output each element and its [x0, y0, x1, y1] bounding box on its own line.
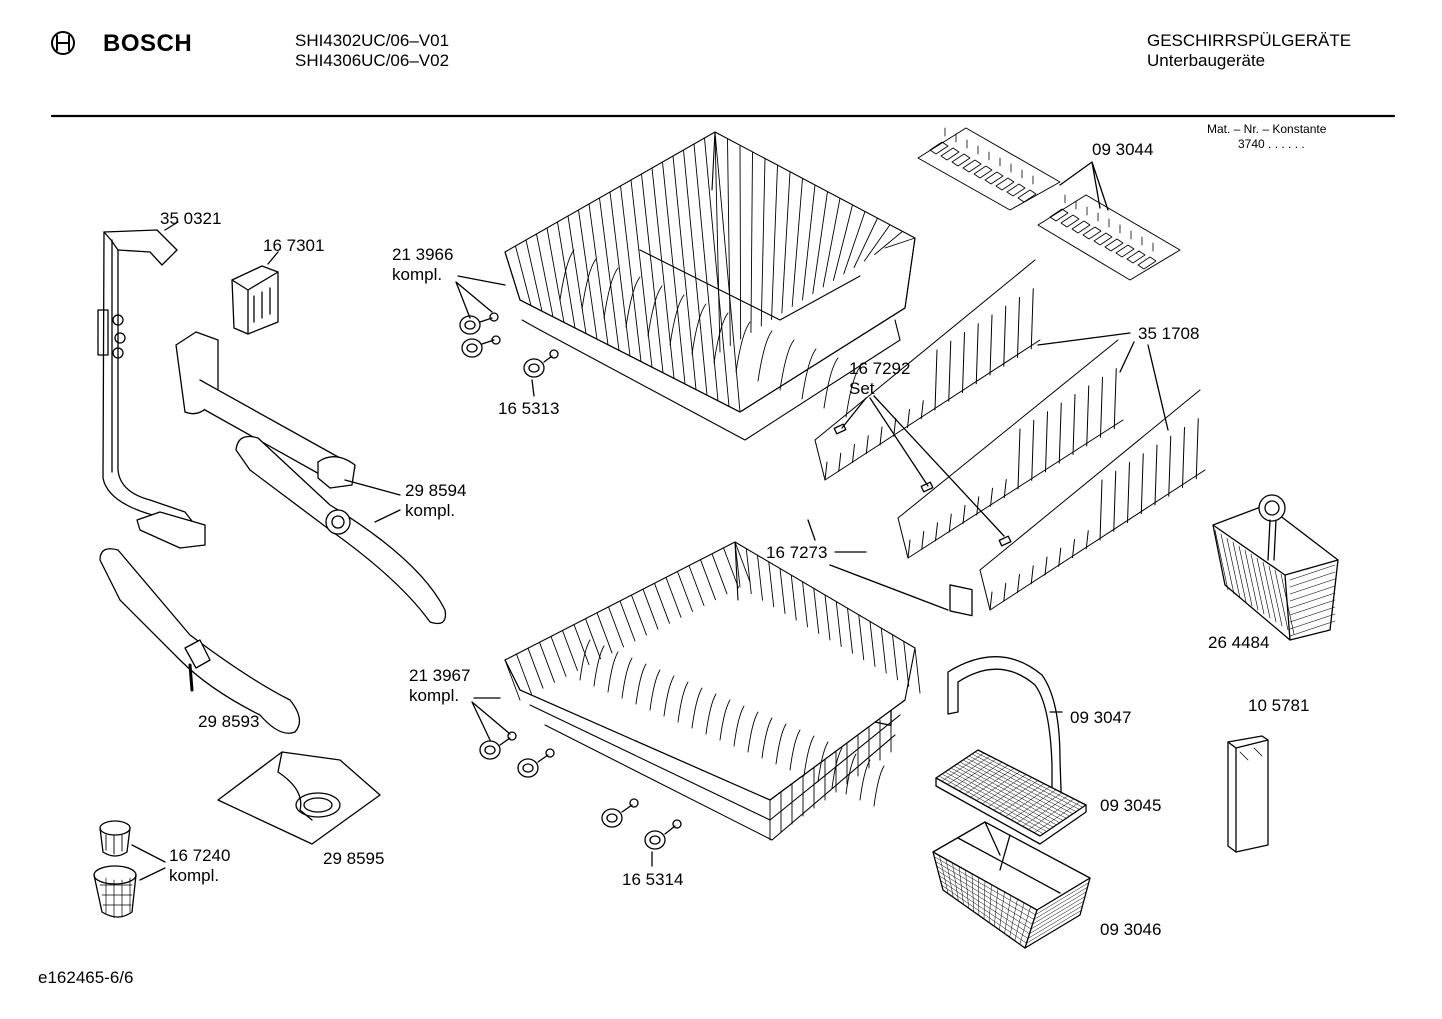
part-label-167292: 16 7292: [849, 359, 911, 378]
small-basket: [933, 822, 1090, 948]
cutlery-tray-lower: [1038, 195, 1180, 280]
leader-298594: [345, 480, 400, 522]
small-basket-grid: [934, 856, 1089, 945]
part-label-093045: 09 3045: [1100, 796, 1162, 815]
part-label-213966: 21 3966: [392, 245, 454, 264]
leader-167292: [842, 396, 1004, 536]
filter-plate: [218, 752, 380, 844]
tine-clips: [834, 424, 1011, 546]
leader-351708: [1038, 333, 1168, 430]
leader-093044: [1060, 162, 1108, 210]
part-note-213967: kompl.: [409, 686, 460, 705]
mat-nr-label: Mat. – Nr. – Konstante: [1207, 122, 1327, 136]
leader-167273: [808, 520, 948, 610]
leader-213967: [472, 698, 510, 740]
part-label-298593: 29 8593: [198, 712, 260, 731]
part-label-165313: 16 5313: [498, 399, 560, 418]
filter-cylinder: [94, 821, 136, 918]
lower-spray-arm: [100, 549, 299, 733]
part-label-165314: 16 5314: [622, 870, 684, 889]
part-label-351708: 35 1708: [1138, 324, 1200, 343]
cutlery-cup: [1228, 736, 1268, 852]
part-label-298594: 29 8594: [405, 481, 467, 500]
tray-ridges: [930, 128, 1156, 269]
leader-167240: [132, 845, 165, 880]
leader-165313: [532, 380, 534, 396]
part-note-298594: kompl.: [405, 501, 456, 520]
part-label-093047: 09 3047: [1070, 708, 1132, 727]
upper-rack-wheels: [460, 313, 558, 377]
part-label-167240: 16 7240: [169, 846, 231, 865]
basket-grid: [1215, 530, 1335, 636]
tine-racks: [815, 260, 1205, 610]
leader-167301: [268, 252, 278, 264]
part-label-105781: 10 5781: [1248, 696, 1310, 715]
lower-rack-basket: [505, 542, 915, 840]
part-label-093046: 09 3046: [1100, 920, 1162, 939]
leader-350321: [165, 222, 178, 230]
cutlery-basket: [1213, 495, 1338, 640]
part-label-350321: 35 0321: [160, 209, 222, 228]
part-label-167301: 16 7301: [263, 236, 325, 255]
brand-name: BOSCH: [103, 30, 193, 57]
cutlery-tray-upper: [918, 128, 1060, 210]
lower-rack-wires: [505, 542, 920, 840]
part-label-093044: 09 3044: [1092, 140, 1154, 159]
part-label-264484: 26 4484: [1208, 633, 1270, 652]
subcategory-title: Unterbaugeräte: [1147, 51, 1266, 70]
part-note-167240: kompl.: [169, 866, 220, 885]
part-label-213967: 21 3967: [409, 666, 471, 685]
lower-rack-wheels: [480, 732, 681, 849]
part-note-167292: Set: [849, 379, 875, 398]
basket-lid: [936, 750, 1086, 844]
upper-rack-wires: [505, 132, 915, 417]
model-number-1: SHI4302UC/06–V01: [295, 31, 450, 50]
model-number-2: SHI4306UC/06–V02: [295, 51, 450, 70]
document-id: e162465-6/6: [38, 968, 134, 987]
part-note-213966: kompl.: [392, 265, 443, 284]
mat-nr-value: 3740 . . . . . .: [1238, 137, 1305, 151]
part-label-298595: 29 8595: [323, 849, 385, 868]
upper-spray-arm: [176, 332, 445, 624]
spray-supply-pipe: [98, 230, 205, 548]
bosch-logo-icon: [52, 32, 74, 54]
lid-grid: [939, 752, 1083, 834]
clip-part-167301: [232, 266, 278, 334]
category-title: GESCHIRRSPÜLGERÄTE: [1147, 31, 1352, 50]
leader-213966: [456, 276, 505, 318]
part-label-167273: 16 7273: [766, 543, 828, 562]
